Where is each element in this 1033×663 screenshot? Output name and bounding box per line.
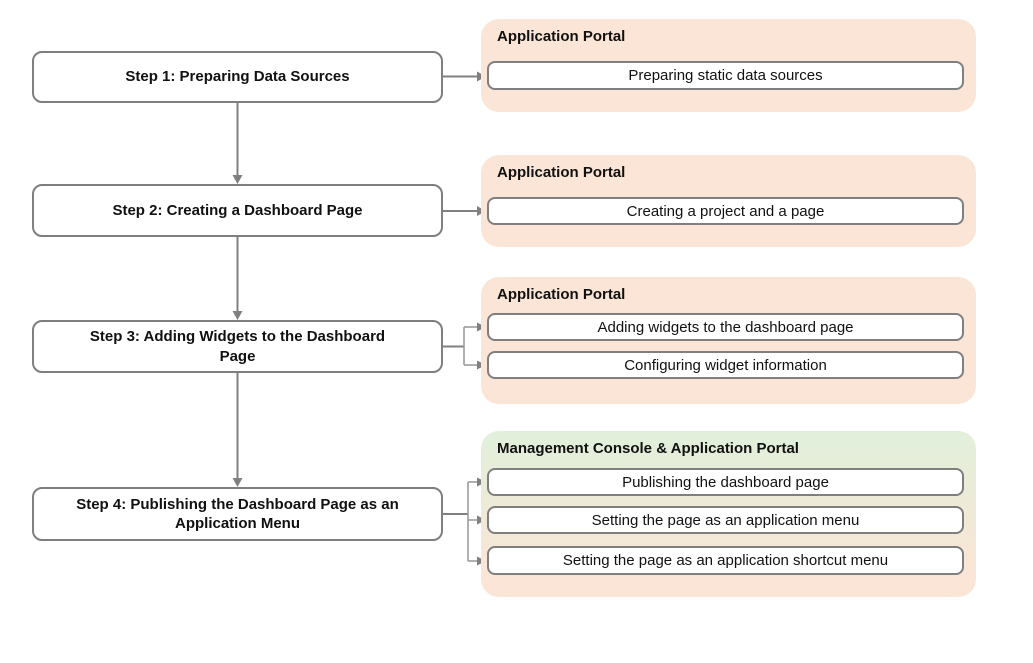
panel-1-item-1: Preparing static data sources: [487, 61, 964, 90]
step-box-4: Step 4: Publishing the Dashboard Page as…: [32, 487, 443, 541]
panel-3-header: Application Portal: [497, 286, 626, 303]
step-label-2: Step 2: Creating a Dashboard Page: [112, 201, 363, 219]
panel-3-item-2: Configuring widget information: [487, 351, 964, 379]
panel-3-application-portal: Application Portal Adding widgets to the…: [481, 277, 976, 404]
step-label-3: Step 3: Adding Widgets to the Dashboard …: [89, 328, 386, 365]
arrowhead-step2-step3: [232, 311, 243, 320]
panel-4-item-1: Publishing the dashboard page: [487, 468, 964, 496]
panel-4-header: Management Console & Application Portal: [497, 440, 799, 457]
panel-2-header: Application Portal: [497, 164, 626, 181]
step-box-3: Step 3: Adding Widgets to the Dashboard …: [32, 320, 443, 373]
panel-2-item-1: Creating a project and a page: [487, 197, 964, 225]
panel-1-application-portal: Application Portal Preparing static data…: [481, 19, 976, 112]
panel-3-item-1: Adding widgets to the dashboard page: [487, 313, 964, 341]
panel-2-application-portal: Application Portal Creating a project an…: [481, 155, 976, 247]
panel-4-management-console: Management Console & Application Portal …: [481, 431, 976, 597]
panel-4-item-3: Setting the page as an application short…: [487, 546, 964, 575]
step-box-2: Step 2: Creating a Dashboard Page: [32, 184, 443, 237]
arrowhead-step3-step4: [232, 478, 243, 487]
step-label-4: Step 4: Publishing the Dashboard Page as…: [76, 495, 399, 533]
step-label-1: Step 1: Preparing Data Sources: [125, 68, 350, 86]
arrowhead-step1-step2: [232, 175, 243, 184]
step-box-1: Step 1: Preparing Data Sources: [32, 51, 443, 103]
panel-4-item-2: Setting the page as an application menu: [487, 506, 964, 534]
panel-1-header: Application Portal: [497, 28, 626, 45]
